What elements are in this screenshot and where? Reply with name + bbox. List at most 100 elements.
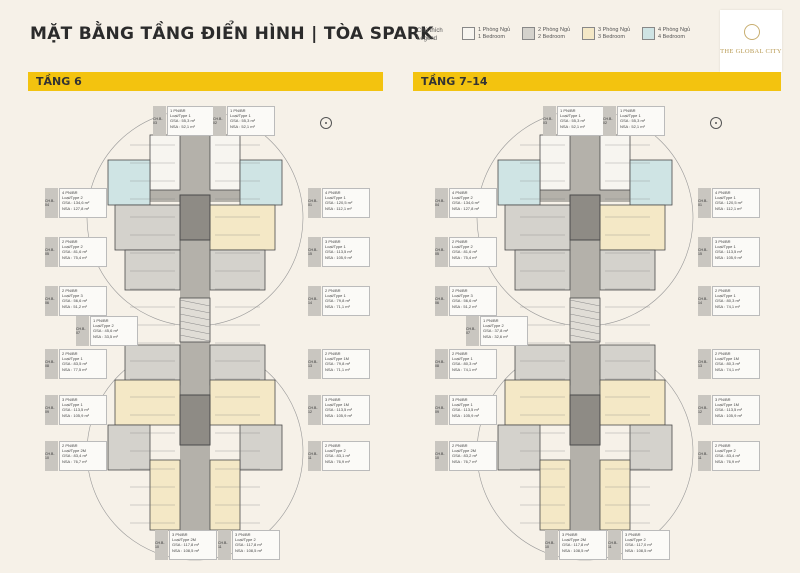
unit-code: CH.B-03	[543, 106, 556, 136]
unit-code: CH.B-05	[45, 237, 58, 267]
unit-bedrooms: 2 PN/BR	[452, 288, 468, 293]
apartment-unit	[599, 344, 656, 386]
unit-type: Loại/Type 1M	[325, 356, 350, 362]
apartment-unit	[209, 344, 266, 386]
unit-code: CH.B-12	[308, 395, 321, 425]
unit-nsa: NSA : 108,5 m²	[562, 547, 590, 553]
apartment-unit	[629, 159, 673, 206]
unit-type: Loại/Type 2	[452, 244, 473, 250]
unit-type: Loại/Type 1	[62, 402, 83, 408]
unit-code: CH.B-10	[435, 441, 448, 471]
unit-code: CH.B-12	[698, 395, 711, 425]
unit-nsa: NSA : 76,7 m²	[62, 458, 87, 464]
hatch-line	[569, 320, 601, 328]
unit-nsa: NSA : 108,5 m²	[172, 547, 200, 553]
unit-gsa: GSA : 83,2 m²	[452, 453, 478, 459]
unit-gsa: GSA : 56,6 m²	[452, 298, 478, 304]
apartment-unit	[514, 249, 571, 291]
unit-bedrooms: 1 PN/BR	[93, 318, 109, 323]
apartment-unit	[599, 134, 631, 191]
unit-bedrooms: 2 PN/BR	[715, 288, 731, 293]
apartment-unit	[124, 249, 181, 291]
unit-gsa: GSA : 113,5 m²	[62, 407, 90, 413]
unit-gsa: GSA : 81,6 m²	[452, 249, 478, 255]
unit-type: Loại/Type 2	[62, 195, 83, 201]
unit-bedrooms: 2 PN/BR	[62, 239, 78, 244]
apartment-unit	[599, 379, 666, 426]
unit-code: CH.B-04	[45, 188, 58, 218]
unit-type: Loại/Type 2	[452, 195, 473, 201]
unit-gsa: GSA : 80,3 m²	[715, 298, 741, 304]
apartment-unit	[149, 134, 181, 191]
unit-code: CH.B-02	[213, 106, 226, 136]
unit-bedrooms: 3 PN/BR	[172, 532, 188, 537]
hatch-line	[179, 306, 211, 314]
unit-gsa: GSA : 120,5 m²	[715, 200, 743, 206]
unit-bedrooms: 2 PN/BR	[452, 351, 468, 356]
unit-bedrooms: 3 PN/BR	[625, 532, 641, 537]
floor-banner-right: TẦNG 7–14	[413, 72, 781, 91]
hatch-line	[569, 334, 601, 342]
apartment-unit	[239, 159, 283, 206]
hatch-line	[179, 320, 211, 328]
unit-nsa: NSA : 105,9 m²	[325, 412, 353, 418]
apartment-unit	[629, 424, 673, 471]
unit-nsa: NSA : 77,5 m²	[62, 366, 87, 372]
logo-mark-icon	[744, 24, 760, 40]
unit-bedrooms: 2 PN/BR	[62, 443, 78, 448]
unit-type: Loại/Type 2	[62, 244, 83, 250]
unit-gsa: GSA : 55,3 m²	[620, 118, 646, 124]
unit-nsa: NSA : 105,9 m²	[452, 412, 480, 418]
unit-gsa: GSA : 56,6 m²	[62, 298, 88, 304]
hatch-line	[179, 327, 211, 335]
unit-bedrooms: 2 PN/BR	[325, 443, 341, 448]
unit-bedrooms: 2 PN/BR	[62, 288, 78, 293]
unit-bedrooms: 3 PN/BR	[452, 397, 468, 402]
unit-nsa: NSA : 105,9 m²	[325, 254, 353, 260]
unit-code: CH.B-13	[698, 349, 711, 379]
unit-bedrooms: 4 PN/BR	[62, 190, 78, 195]
unit-code: CH.B-03	[153, 106, 166, 136]
unit-nsa: NSA : 127,8 m²	[452, 205, 480, 211]
unit-bedrooms: 1 PN/BR	[483, 318, 499, 323]
unit-type: Loại/Type 1	[715, 293, 736, 299]
unit-bedrooms: 4 PN/BR	[325, 190, 341, 195]
unit-bedrooms: 1 PN/BR	[170, 108, 186, 113]
unit-type: Loại/Type 1M	[715, 356, 740, 362]
unit-type: Loại/Type 2M	[452, 448, 477, 454]
unit-gsa: GSA : 117,8 m²	[562, 542, 590, 548]
unit-code: CH.B-14	[698, 286, 711, 316]
unit-code: CH.B-01	[698, 188, 711, 218]
connector-bridge	[569, 297, 601, 343]
elevator-core	[179, 194, 211, 241]
unit-gsa: GSA : 113,5 m²	[715, 249, 743, 255]
unit-bedrooms: 3 PN/BR	[715, 397, 731, 402]
unit-code: CH.B-09	[45, 395, 58, 425]
